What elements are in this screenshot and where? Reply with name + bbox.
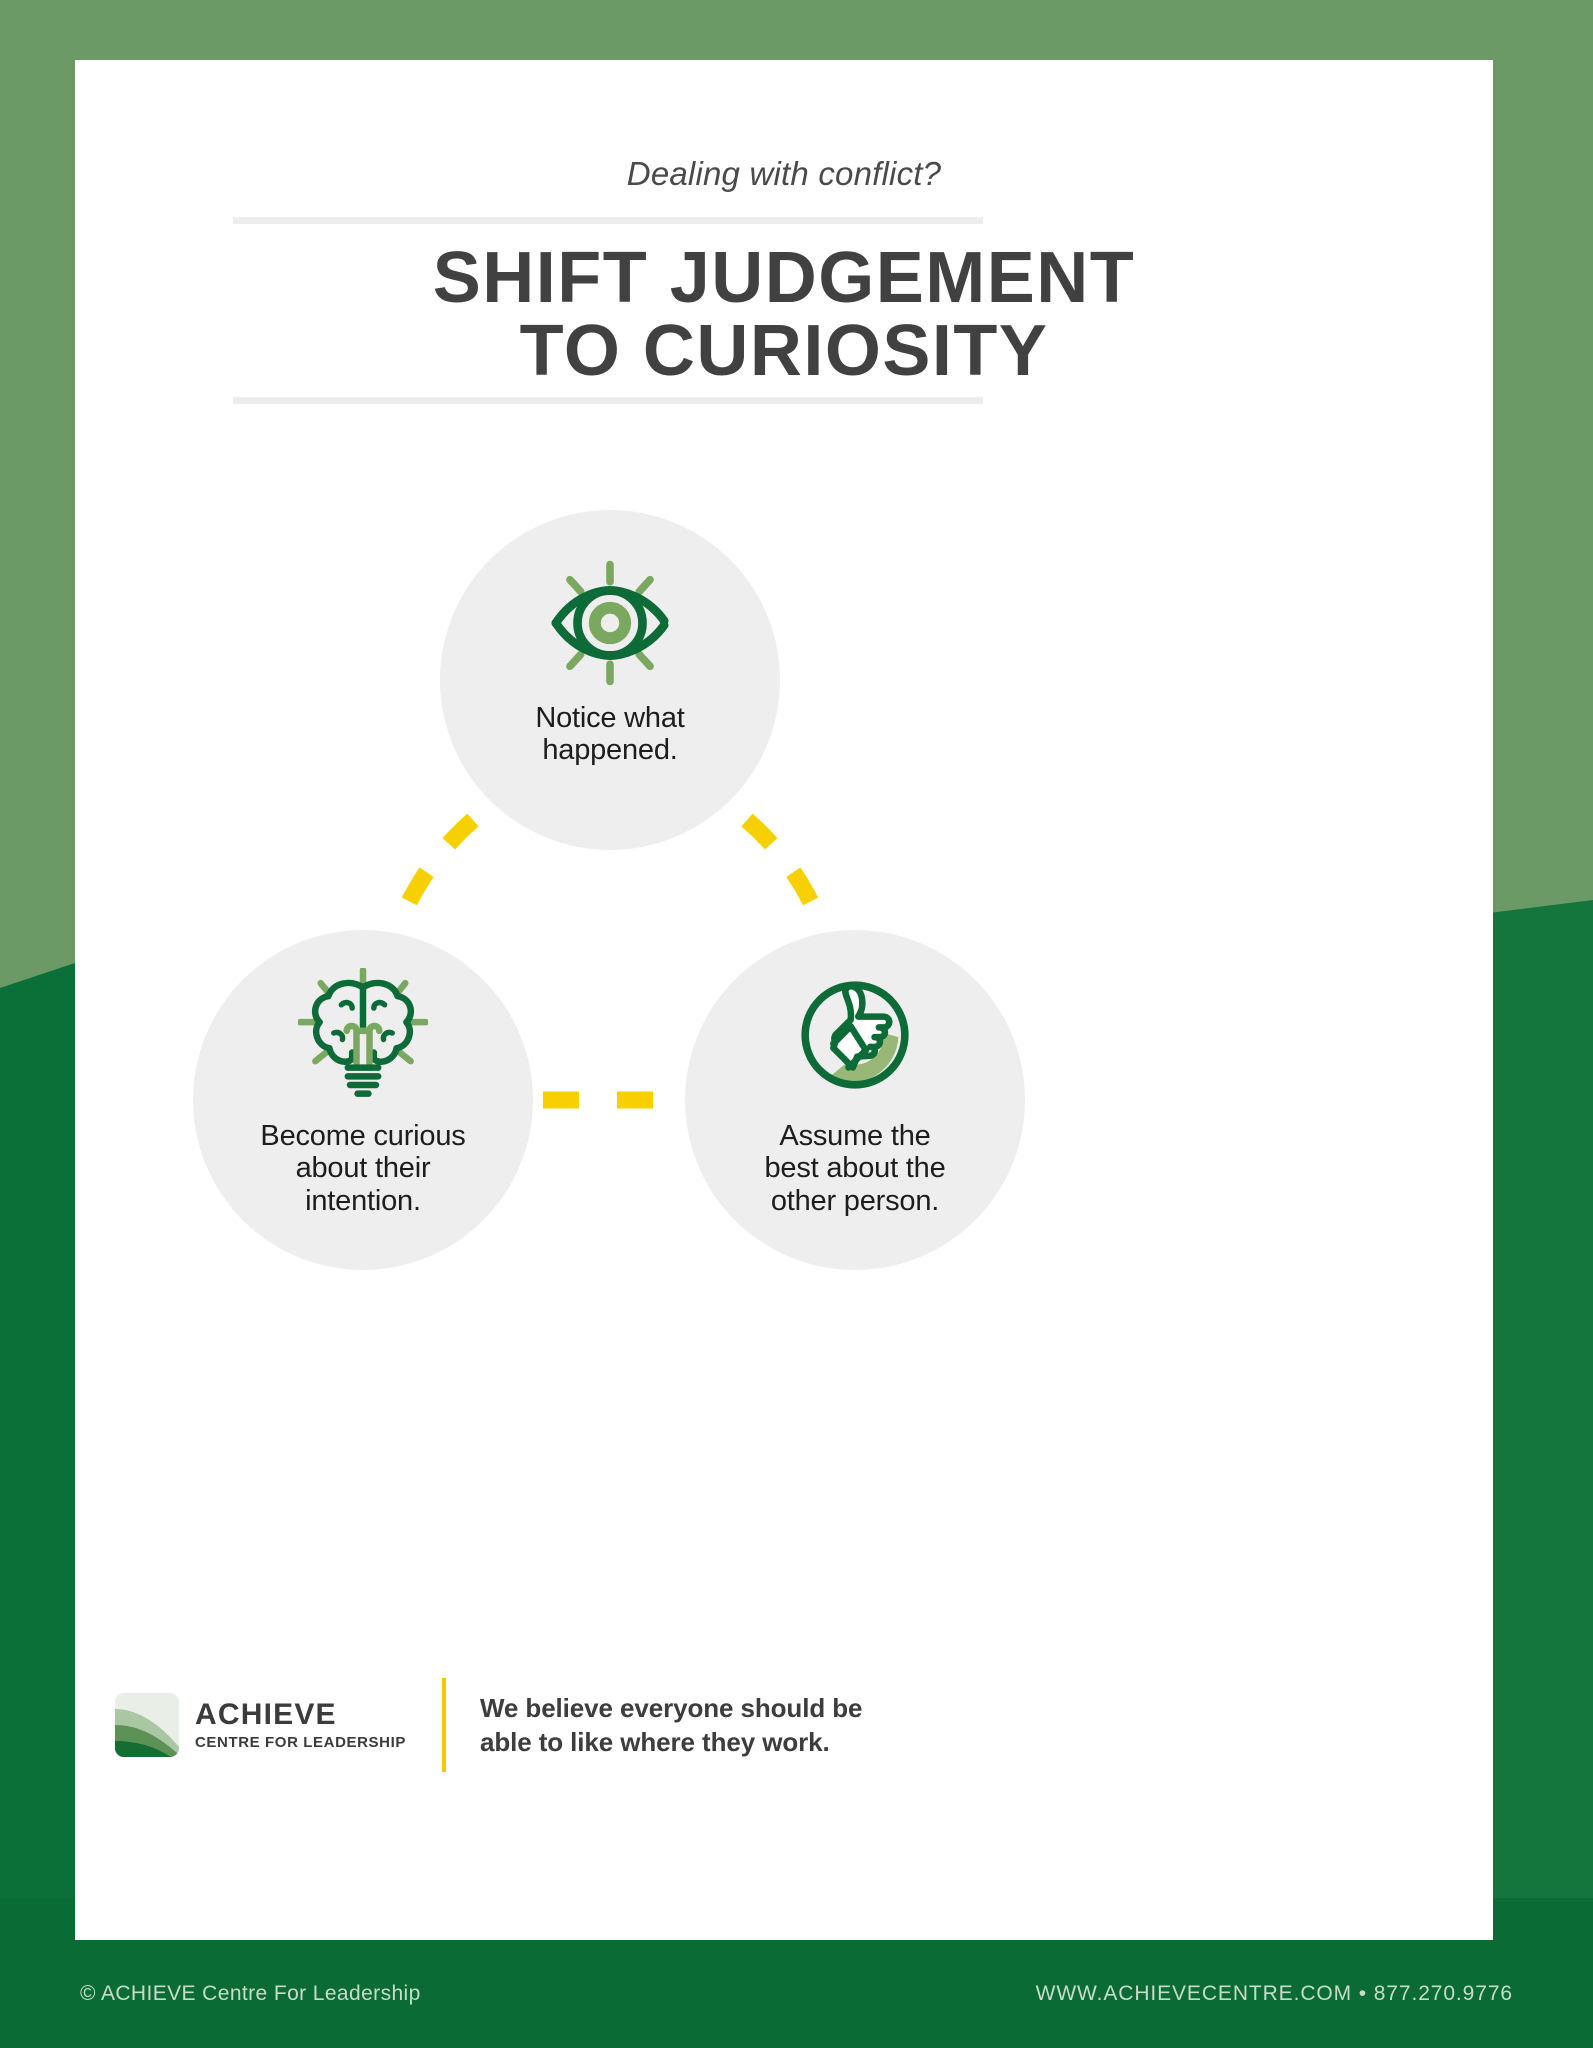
cycle-node-assume-label: Assume the best about the other person. <box>764 1120 946 1217</box>
cycle-node-notice[interactable]: Notice what happened. <box>440 510 780 850</box>
poster-subtitle: Dealing with conflict? <box>626 155 942 192</box>
cycle-node-notice-label: Notice what happened. <box>535 702 685 767</box>
cycle-node-curious-label: Become curious about their intention. <box>260 1120 466 1217</box>
eye-icon <box>551 560 669 686</box>
achieve-logo[interactable]: ACHIEVE CENTRE FOR LEADERSHIP <box>115 1693 406 1757</box>
poster-card: Dealing with conflict? SHIFT JUDGEMENT T… <box>75 60 1493 1940</box>
bottom-bar: © ACHIEVE Centre For Leadership WWW.ACHI… <box>0 1940 1593 2048</box>
title-rule-top <box>233 217 983 224</box>
title-rule-bottom <box>233 397 983 404</box>
cycle-node-assume[interactable]: Assume the best about the other person. <box>685 930 1025 1270</box>
cycle-diagram: Notice what happened. <box>75 460 1493 1340</box>
page-title: SHIFT JUDGEMENT TO CURIOSITY <box>75 238 1493 392</box>
contact-text[interactable]: WWW.ACHIEVECENTRE.COM • 877.270.9776 <box>1035 1982 1513 2005</box>
footer-divider <box>441 1678 446 1772</box>
footer-tagline: We believe everyone should be able to li… <box>479 1692 863 1757</box>
page-title-line-2: TO CURIOSITY <box>519 311 1049 392</box>
achieve-logo-subtitle: CENTRE FOR LEADERSHIP <box>195 1734 406 1751</box>
brain-bulb-icon <box>298 968 428 1097</box>
page-title-line-1: SHIFT JUDGEMENT <box>432 238 1136 318</box>
achieve-logo-mark <box>115 1693 179 1757</box>
cycle-node-curious[interactable]: Become curious about their intention. <box>193 930 533 1270</box>
footer: ACHIEVE CENTRE FOR LEADERSHIP We believe… <box>115 1660 1455 1790</box>
thumbs-up-icon <box>801 981 909 1089</box>
achieve-logo-text: ACHIEVE CENTRE FOR LEADERSHIP <box>195 1698 406 1751</box>
achieve-logo-name: ACHIEVE <box>195 1698 337 1731</box>
dashed-connector-arcs <box>371 813 849 1109</box>
copyright-text: © ACHIEVE Centre For Leadership <box>80 1982 421 2005</box>
